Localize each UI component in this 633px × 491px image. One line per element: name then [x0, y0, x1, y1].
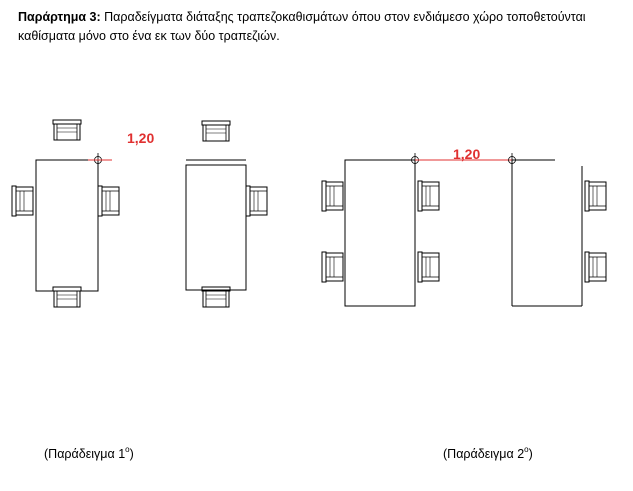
example1-caption: (Παράδειγμα 1ο) [44, 445, 134, 462]
example2-right-side-chair-1 [584, 180, 607, 212]
appendix-text: Παραδείγματα διάταξης τραπεζοκαθισμάτων … [18, 10, 586, 43]
example1-right-top-chair [201, 120, 231, 142]
appendix-label: Παράρτημα 3: [18, 10, 101, 24]
example2-left-table [344, 159, 416, 307]
example1-right-side-chair [245, 185, 268, 217]
example1-right-group [185, 120, 268, 308]
example1-left-group [11, 119, 120, 308]
example2-caption-text: (Παράδειγμα 2 [443, 447, 525, 462]
example2-right-group [508, 152, 607, 307]
example2-right-chair-1 [417, 180, 440, 212]
example2-caption-ordinal: ο [524, 445, 529, 454]
example1-dimension-label: 1,20 [127, 130, 154, 146]
example1-caption-close: ) [129, 447, 134, 462]
example1-left-table [35, 159, 99, 292]
example2-left-chair-2 [321, 251, 344, 283]
example1-caption-text: (Παράδειγμα 1 [44, 447, 126, 462]
example2-right-side-chair-2 [584, 251, 607, 283]
example1-bottom-chair [52, 286, 82, 308]
example1-right-chair [97, 185, 120, 217]
example2-left-chair-1 [321, 180, 344, 212]
example1-left-chair [11, 185, 34, 217]
example2-left-group [321, 152, 440, 307]
appendix-heading: Παράρτημα 3: Παραδείγματα διάταξης τραπε… [18, 8, 618, 46]
example2-caption-close: ) [528, 447, 533, 462]
example1-right-table [185, 164, 247, 291]
example1-caption-ordinal: ο [125, 445, 130, 454]
example2-right-chair-2 [417, 251, 440, 283]
example2-caption: (Παράδειγμα 2ο) [443, 445, 533, 462]
example2-dimension-label: 1,20 [453, 146, 480, 162]
example1-top-chair [52, 119, 82, 141]
